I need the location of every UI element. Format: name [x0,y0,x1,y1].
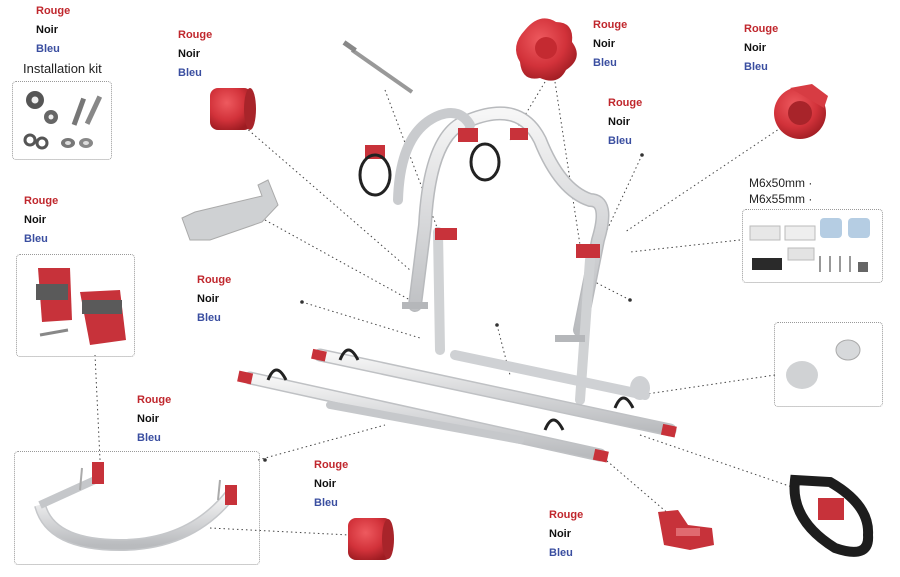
color-noir: Noir [549,528,571,540]
color-label-end-cap-bottom: Rouge Noir Bleu [314,456,348,513]
installation-kit-label: Installation kit [23,61,102,76]
bolt-illustration [342,40,414,94]
color-label-clamp: Rouge Noir Bleu [24,192,58,249]
color-noir: Noir [178,48,200,60]
color-label-end-cap-top: Rouge Noir Bleu [178,26,212,83]
knob-illustration [516,18,577,81]
color-rouge: Rouge [36,5,71,17]
color-bleu: Bleu [178,67,202,79]
color-rouge: Rouge [593,19,628,31]
color-label-kit: Rouge Noir Bleu [36,2,70,59]
leader-lines [94,81,796,536]
color-label-mid-rail: Rouge Noir Bleu [137,391,171,448]
color-bleu: Bleu [744,61,768,73]
color-label-knob: Rouge Noir Bleu [593,16,627,73]
color-bleu: Bleu [137,432,161,444]
end-cap-box [774,322,883,407]
fixing-block-illustration [749,218,870,272]
color-label-wheel-holder: Rouge Noir Bleu [549,506,583,563]
third-bike-holder-illustration [34,462,237,552]
color-bleu: Bleu [24,233,48,245]
straps [266,142,635,431]
color-bleu: Bleu [314,497,338,509]
color-rouge: Rouge [608,97,643,109]
clamp-box [16,254,135,357]
color-bleu: Bleu [36,43,60,55]
color-noir: Noir [24,214,46,226]
color-rouge: Rouge [744,23,779,35]
installation-kit-box [12,81,112,160]
color-rouge: Rouge [24,195,59,207]
clamp-illustration [181,179,279,241]
end-cap-bottom-illustration [348,518,394,560]
grey-end-caps-illustration [786,339,861,389]
color-rouge: Rouge [178,29,213,41]
knob-small-illustration [774,84,828,139]
color-bleu: Bleu [549,547,573,559]
installation-kit-parts [23,91,103,150]
color-noir: Noir [197,293,219,305]
color-bleu: Bleu [608,135,632,147]
strap-illustration [789,474,874,557]
carrier-frame [243,106,677,462]
color-noir: Noir [593,38,615,50]
color-bleu: Bleu [593,57,617,69]
grey-brackets [402,302,650,400]
color-bleu: Bleu [197,312,221,324]
color-noir: Noir [744,42,766,54]
color-noir: Noir [36,24,58,36]
third-bike-holder-box [14,451,260,565]
color-noir: Noir [314,478,336,490]
clamp-box-illustration [36,268,126,345]
color-label-fixing-block: Rouge Noir Bleu [197,271,231,328]
color-rouge: Rouge [314,459,349,471]
color-rouge: Rouge [549,509,584,521]
end-cap-top-illustration [210,88,256,130]
color-rouge: Rouge [137,394,172,406]
fixing-block-box [742,209,883,283]
color-rouge: Rouge [197,274,232,286]
wheel-holder-illustration [658,510,714,550]
color-label-knob-small: Rouge Noir Bleu [744,20,778,77]
color-label-upper-support: Rouge Noir Bleu [608,94,642,151]
color-noir: Noir [608,116,630,128]
screw-m6x50-label: M6x50mm · [749,176,813,190]
color-noir: Noir [137,413,159,425]
screw-m6x55-label: M6x55mm · [749,192,813,206]
